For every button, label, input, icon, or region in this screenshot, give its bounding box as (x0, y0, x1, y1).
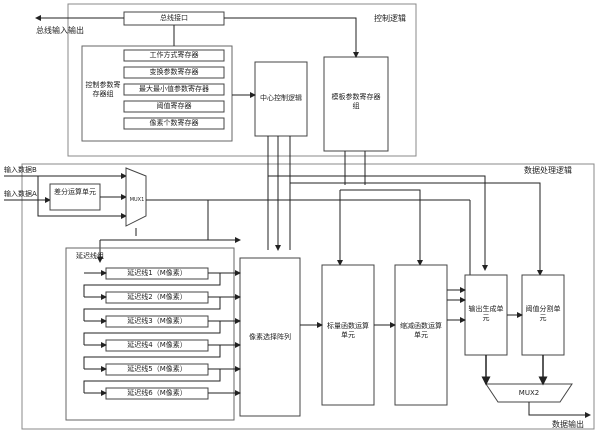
delay-line-feed-3 (83, 321, 221, 345)
register-box-5 (123, 117, 225, 130)
param-group-box (81, 45, 233, 142)
scalar-func-label: 标量函数运算单元 (327, 322, 369, 339)
mux2-label: MUX2 (518, 389, 540, 397)
diff-unit-label: 差分运算单元 (54, 188, 96, 196)
bus-interface-label: 总线接口 (160, 14, 188, 22)
decay-func-box (394, 264, 448, 406)
data-logic-box (21, 163, 595, 430)
delay-line-label-2: 延迟线2（M像素） (127, 293, 187, 301)
threshold-seg-label: 阈值分割单元 (525, 305, 561, 322)
control-logic-title: 控制逻辑 (374, 14, 406, 23)
delay-line-feed-1 (83, 273, 221, 297)
mux1-shape (125, 167, 147, 227)
delay-line-label-6: 延迟线6（M像素） (127, 389, 187, 397)
data-out-label: 数据输出 (552, 420, 584, 429)
register-box-1 (123, 49, 225, 62)
template-group-label: 模板参数寄存器组 (331, 93, 381, 110)
central-logic-label: 中心控制逻辑 (260, 94, 302, 102)
delay-line-label-5: 延迟线5（M像素） (127, 365, 187, 373)
decay-func-label: 缩减函数运算单元 (400, 322, 442, 339)
delay-line-label-1: 延迟线1（M像素） (127, 269, 187, 277)
delay-group-box (65, 247, 235, 421)
delay-line-feed-5 (83, 369, 221, 393)
register-box-2 (123, 66, 225, 79)
diff-unit-box (49, 183, 101, 211)
param-group-label: 控制参数寄存器组 (85, 81, 121, 98)
delay-line-feed-2 (83, 297, 221, 321)
input-b-label: 输入数据B (4, 166, 37, 174)
delay-line-label-4: 延迟线4（M像素） (127, 341, 187, 349)
register-label-2: 变换参数寄存器 (149, 68, 199, 76)
pixel-select-box (239, 257, 301, 417)
register-box-3 (123, 83, 225, 96)
delay-group-label: 延迟线组 (76, 252, 104, 260)
data-logic-title: 数据处理逻辑 (524, 166, 572, 175)
register-label-4: 阈值寄存器 (156, 102, 192, 110)
control-logic-box (67, 3, 417, 157)
input-a-label: 输入数据A (4, 190, 37, 198)
delay-line-feed-4 (83, 345, 221, 369)
mux1-label: MUX1 (129, 197, 145, 203)
register-label-3: 最大最小值参数寄存器 (139, 85, 209, 93)
central-logic-box (254, 61, 308, 137)
delay-line-label-3: 延迟线3（M像素） (127, 317, 187, 325)
register-box-4 (123, 100, 225, 113)
pixel-select-label: 像素选择阵列 (249, 333, 291, 341)
output-gen-label: 输出生成单元 (468, 305, 504, 322)
bus-io-label: 总线输入输出 (36, 26, 84, 35)
register-label-5: 像素个数寄存器 (149, 119, 199, 127)
register-label-1: 工作方式寄存器 (149, 51, 199, 59)
scalar-func-box (321, 264, 375, 406)
template-group-box (323, 56, 389, 152)
bus-to-template-line (224, 17, 359, 58)
